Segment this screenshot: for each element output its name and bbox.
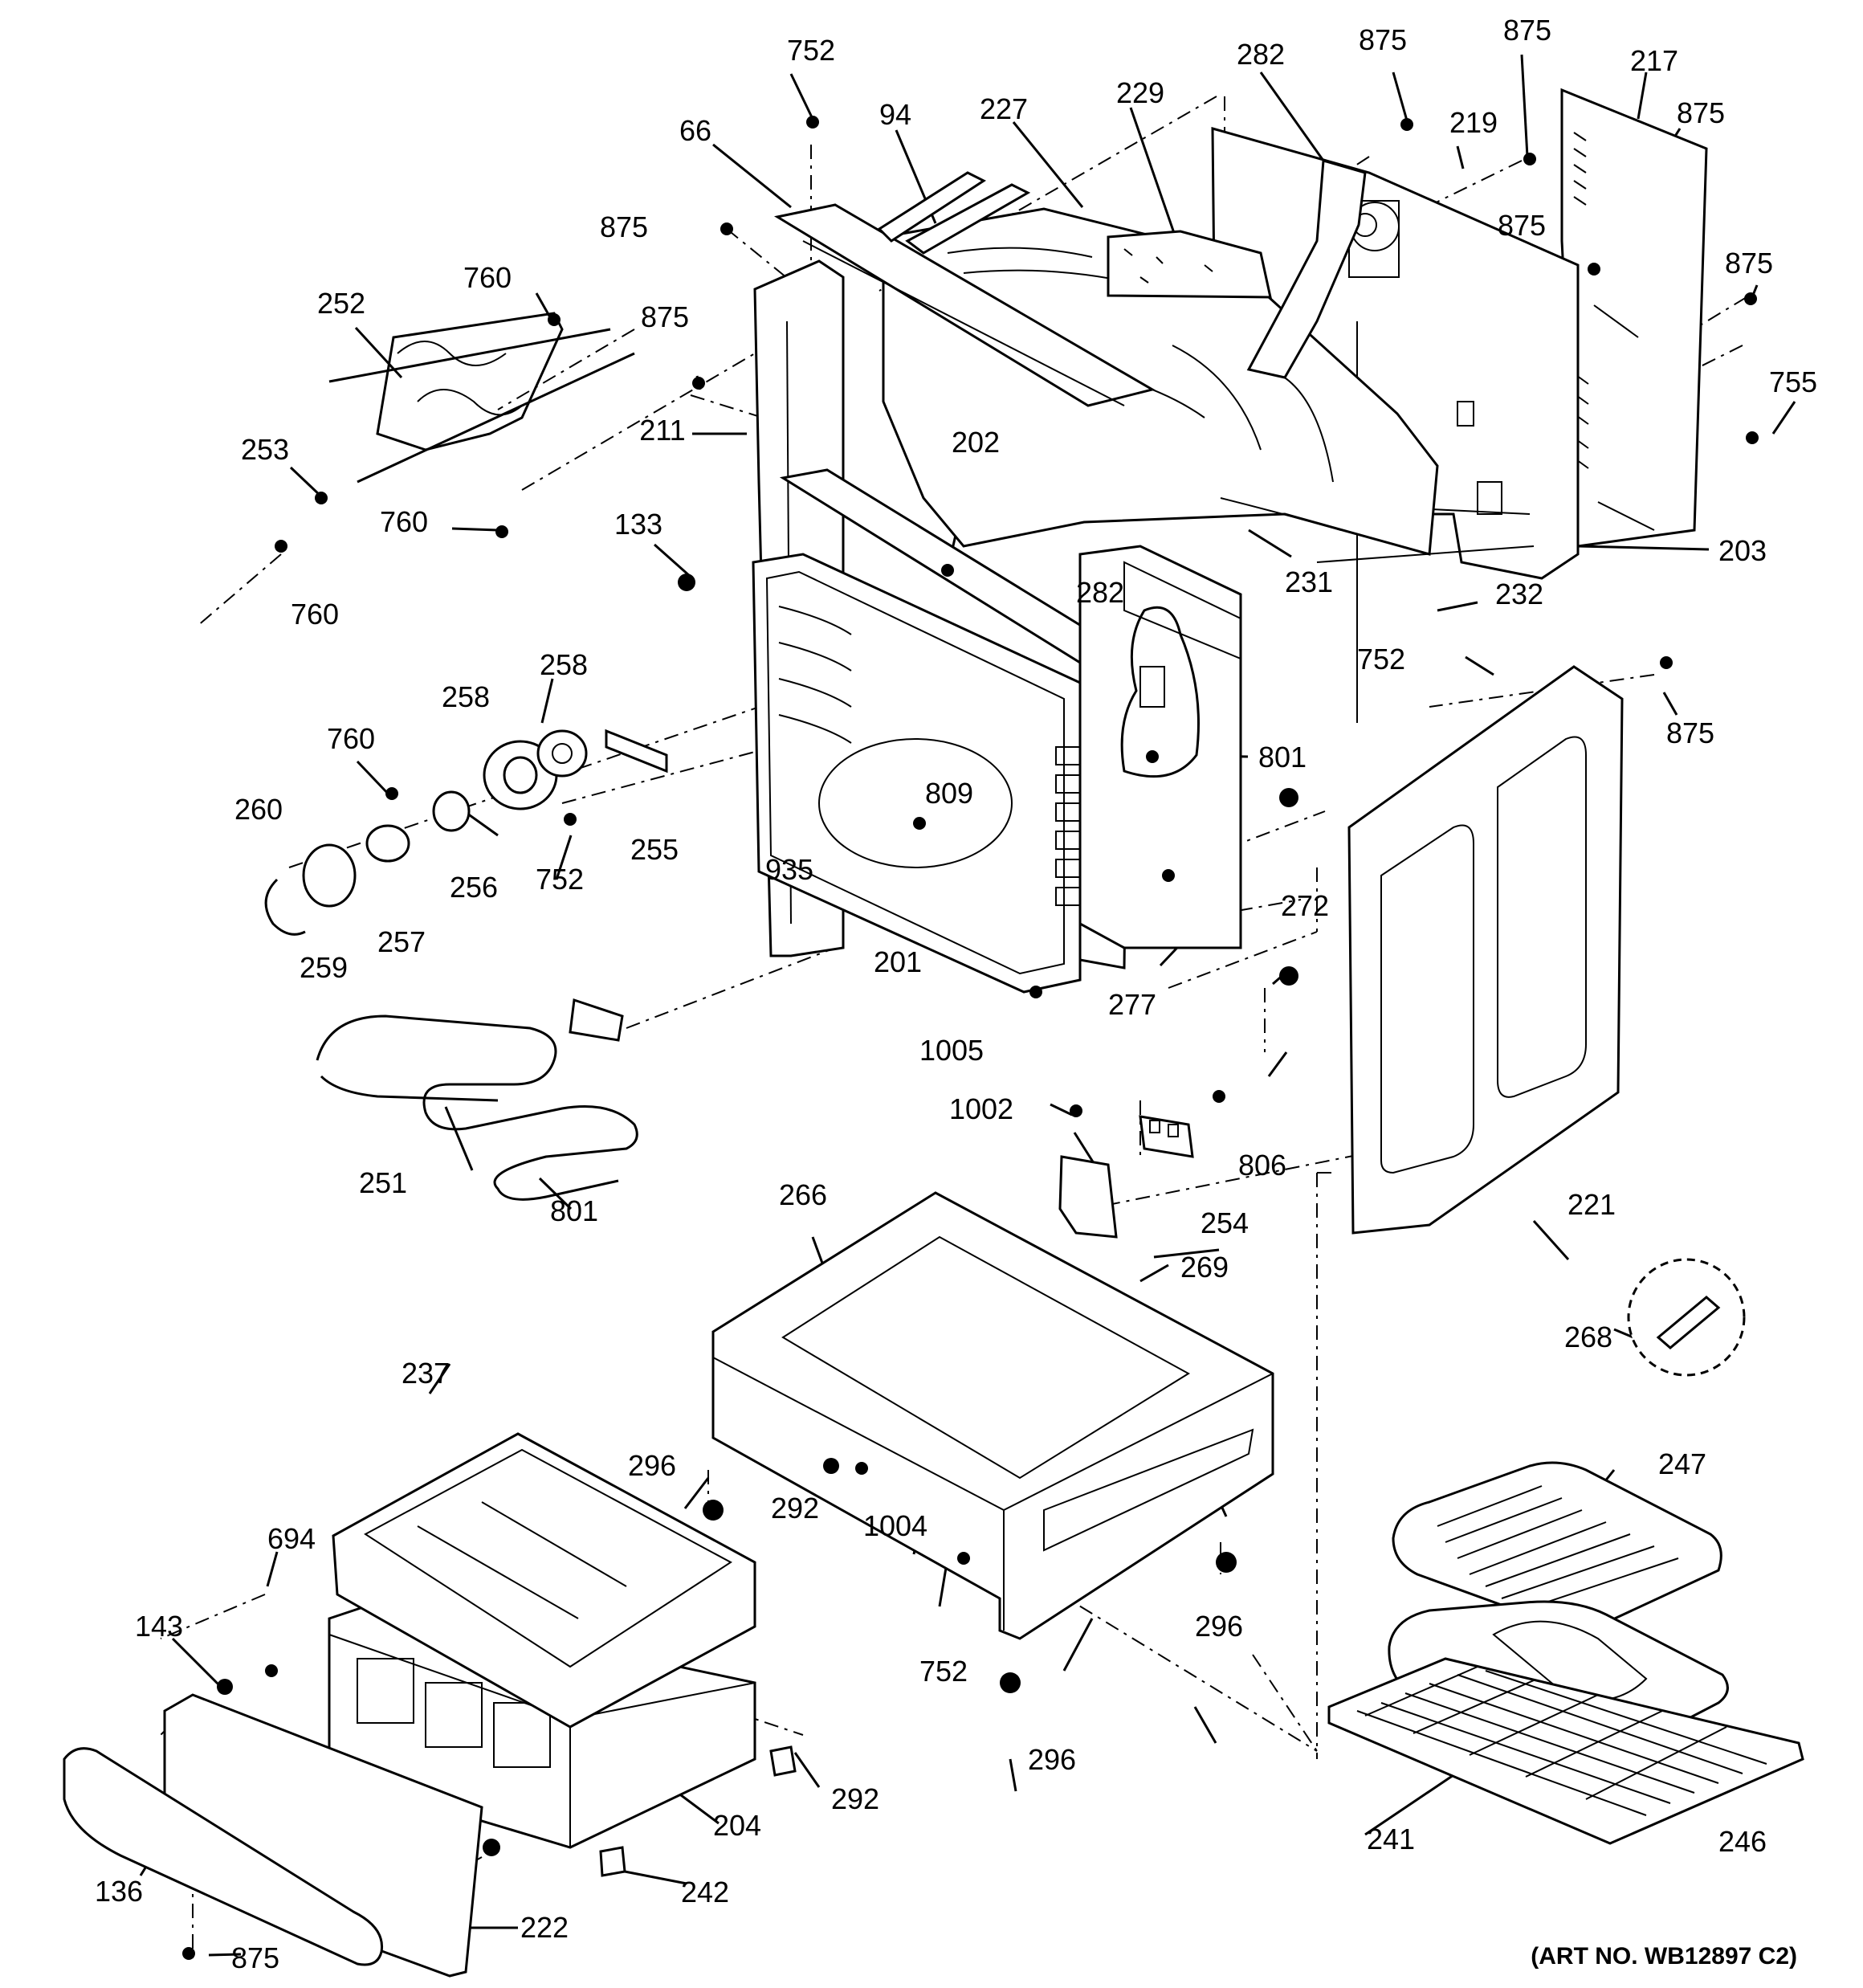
side-panel-221: [1347, 665, 1624, 1235]
callout-875: 875: [1359, 23, 1407, 56]
callout-227: 227: [980, 92, 1028, 125]
oven-rack-241: [1327, 1657, 1804, 1845]
callout-269: 269: [1180, 1251, 1229, 1284]
callout-694: 694: [267, 1522, 316, 1555]
vent-duct-282: [1246, 159, 1367, 379]
callout-1002: 1002: [949, 1092, 1013, 1125]
callout-875: 875: [1666, 716, 1714, 749]
oven-light-assembly: [264, 729, 668, 936]
callout-809: 809: [925, 777, 973, 810]
callout-229: 229: [1116, 76, 1164, 109]
drawer-pan-237: [332, 1432, 756, 1729]
callout-755: 755: [1769, 365, 1817, 398]
callout-296: 296: [1195, 1610, 1243, 1643]
callout-875: 875: [600, 210, 648, 243]
callout-202: 202: [952, 426, 1000, 459]
callout-258: 258: [540, 648, 588, 681]
callout-94: 94: [879, 98, 911, 131]
terminal-block-254: [1139, 1115, 1194, 1158]
detail-callout-268: [1627, 1258, 1746, 1377]
callout-136: 136: [95, 1875, 143, 1908]
drawer-handle-136: [63, 1747, 384, 1966]
callout-760: 760: [463, 261, 512, 294]
glide-292: [769, 1745, 797, 1777]
callout-801: 801: [1258, 741, 1307, 774]
callout-246: 246: [1718, 1825, 1767, 1858]
callout-296: 296: [628, 1449, 676, 1482]
callout-296: 296: [1028, 1743, 1076, 1776]
oven-cavity-201: [752, 553, 1089, 994]
callout-217: 217: [1630, 44, 1678, 77]
callout-875: 875: [1503, 14, 1551, 47]
callout-253: 253: [241, 433, 289, 466]
callout-1005: 1005: [919, 1034, 984, 1067]
support-bar-66: [773, 203, 1156, 407]
callout-292: 292: [771, 1492, 819, 1525]
callout-201: 201: [874, 945, 922, 978]
callout-282: 282: [1237, 38, 1285, 71]
callout-133: 133: [614, 508, 662, 541]
callout-282: 282: [1076, 576, 1124, 609]
callout-806: 806: [1238, 1149, 1286, 1182]
callout-254: 254: [1201, 1206, 1249, 1239]
callout-266: 266: [779, 1178, 827, 1211]
callout-203: 203: [1718, 534, 1767, 567]
callout-labels: 752 66 94 227 229 282 875 219 875 217 87…: [95, 14, 1817, 1974]
callout-257: 257: [377, 925, 426, 958]
back-panel-217: [1560, 88, 1708, 548]
fasteners: [182, 116, 1759, 1960]
callout-272: 272: [1281, 889, 1329, 922]
callout-875: 875: [1725, 247, 1773, 280]
callout-222: 222: [520, 1911, 569, 1944]
callout-760: 760: [380, 505, 428, 538]
callout-256: 256: [450, 871, 498, 904]
callout-277: 277: [1108, 988, 1156, 1021]
callout-1004: 1004: [863, 1509, 927, 1542]
callout-242: 242: [681, 1876, 729, 1908]
callout-241: 241: [1367, 1823, 1415, 1855]
callout-875: 875: [231, 1941, 279, 1974]
callout-259: 259: [300, 951, 348, 984]
callout-292: 292: [831, 1782, 879, 1815]
insulation-pad-229: [1107, 230, 1272, 299]
cavity-side-box: [1078, 545, 1242, 949]
bracket-94: [877, 171, 1031, 255]
callout-255: 255: [630, 833, 679, 866]
callout-801: 801: [550, 1194, 598, 1227]
callout-211: 211: [639, 414, 685, 447]
callout-268: 268: [1564, 1321, 1612, 1353]
callout-760: 760: [327, 722, 375, 755]
callout-237: 237: [402, 1357, 450, 1390]
callout-252: 252: [317, 287, 365, 320]
drawer-stop-242: [599, 1846, 626, 1877]
callout-875: 875: [1498, 209, 1546, 242]
bake-element-251: [316, 998, 638, 1201]
callout-760: 760: [291, 598, 339, 631]
broiler-pan-insert-247: [1392, 1461, 1722, 1630]
callout-221: 221: [1567, 1188, 1616, 1221]
art-number: (ART NO. WB12897 C2): [1531, 1943, 1797, 1970]
callout-231: 231: [1285, 565, 1333, 598]
callout-247: 247: [1658, 1447, 1706, 1480]
callout-219: 219: [1449, 106, 1498, 139]
callout-875: 875: [1677, 96, 1725, 129]
callout-143: 143: [135, 1610, 183, 1643]
callout-752: 752: [787, 34, 835, 67]
bracket-269: [1058, 1155, 1118, 1239]
callout-752: 752: [536, 863, 584, 896]
callout-260: 260: [234, 793, 283, 826]
callout-258: 258: [442, 680, 490, 713]
callout-935: 935: [765, 853, 813, 886]
callout-752: 752: [919, 1655, 968, 1688]
base-frame-266: [711, 1191, 1274, 1640]
callout-251: 251: [359, 1166, 407, 1199]
oven-top-frame-227: [882, 207, 1439, 556]
callout-752: 752: [1357, 643, 1405, 676]
callout-875: 875: [641, 300, 689, 333]
callout-204: 204: [713, 1809, 761, 1842]
broil-element-252: [328, 312, 635, 484]
callout-66: 66: [679, 114, 711, 147]
callout-232: 232: [1495, 578, 1543, 610]
